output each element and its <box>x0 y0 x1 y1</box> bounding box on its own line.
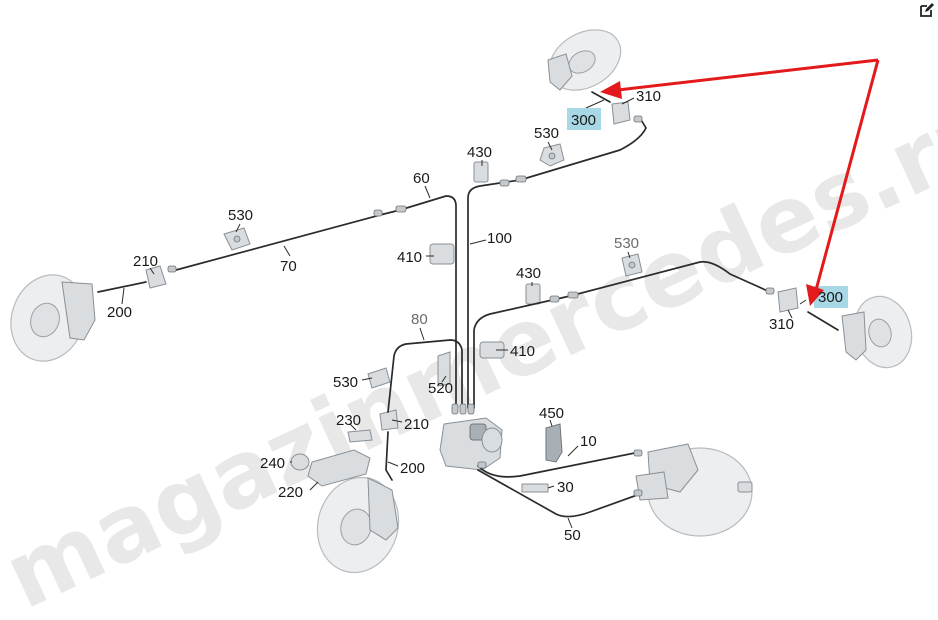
bracket-430-right <box>525 283 541 305</box>
clip-520 <box>437 351 451 387</box>
edit-button[interactable] <box>918 2 936 20</box>
callout-60[interactable]: 60 <box>413 170 430 187</box>
callout-300-right[interactable]: 300 <box>818 289 843 306</box>
callout-520[interactable]: 520 <box>428 380 453 397</box>
callout-30[interactable]: 30 <box>557 479 574 496</box>
clip-410-mid <box>429 243 455 265</box>
bracket-210-low <box>379 409 399 431</box>
callout-430-right[interactable]: 430 <box>516 265 541 282</box>
clip-30 <box>521 483 549 493</box>
callout-530-low[interactable]: 530 <box>333 374 358 391</box>
bracket-310-right <box>777 287 799 313</box>
brake-disc-right <box>841 295 913 369</box>
callout-50[interactable]: 50 <box>564 527 581 544</box>
part-240 <box>290 453 310 471</box>
clip-530-top <box>539 143 565 167</box>
callout-200-left[interactable]: 200 <box>107 304 132 321</box>
callout-70[interactable]: 70 <box>280 258 297 275</box>
brake-booster <box>635 443 753 537</box>
callout-100[interactable]: 100 <box>487 230 512 247</box>
callout-210-low[interactable]: 210 <box>404 416 429 433</box>
callout-300-top[interactable]: 300 <box>571 112 596 129</box>
callout-410-mid[interactable]: 410 <box>397 249 422 266</box>
brake-disc-bottom <box>316 476 400 574</box>
abs-unit <box>439 417 503 471</box>
leader-lines <box>121 97 807 529</box>
clip-530-left <box>223 227 251 251</box>
brake-disc-top <box>547 29 622 91</box>
bracket-210-left <box>145 265 167 289</box>
callout-530-top[interactable]: 530 <box>534 125 559 142</box>
callout-80[interactable]: 80 <box>411 311 428 328</box>
callout-230[interactable]: 230 <box>336 412 361 429</box>
bracket-230 <box>347 429 373 443</box>
edit-icon <box>920 3 934 17</box>
callout-220[interactable]: 220 <box>278 484 303 501</box>
callout-200-low[interactable]: 200 <box>400 460 425 477</box>
bracket-430-top <box>473 161 489 183</box>
callout-430-top[interactable]: 430 <box>467 144 492 161</box>
callout-530-right[interactable]: 530 <box>614 235 639 252</box>
callout-530-left[interactable]: 530 <box>228 207 253 224</box>
cover-450 <box>545 423 563 463</box>
clip-530-low <box>367 367 391 389</box>
callout-310-right[interactable]: 310 <box>769 316 794 333</box>
caliper-220 <box>307 449 371 487</box>
bracket-310-top <box>611 101 631 125</box>
callout-labels: 300 310 530 430 60 530 100 410 210 70 20… <box>107 88 843 544</box>
callout-410-low[interactable]: 410 <box>510 343 535 360</box>
callout-310-top[interactable]: 310 <box>636 88 661 105</box>
callout-450[interactable]: 450 <box>539 405 564 422</box>
brake-disc-left <box>10 274 96 362</box>
pipe-fittings <box>167 115 775 497</box>
highlight-300-top <box>567 108 601 130</box>
callout-240[interactable]: 240 <box>260 455 285 472</box>
callout-10[interactable]: 10 <box>580 433 597 450</box>
clip-530-right <box>621 253 643 277</box>
callout-210-left[interactable]: 210 <box>133 253 158 270</box>
red-arrows <box>600 58 880 306</box>
